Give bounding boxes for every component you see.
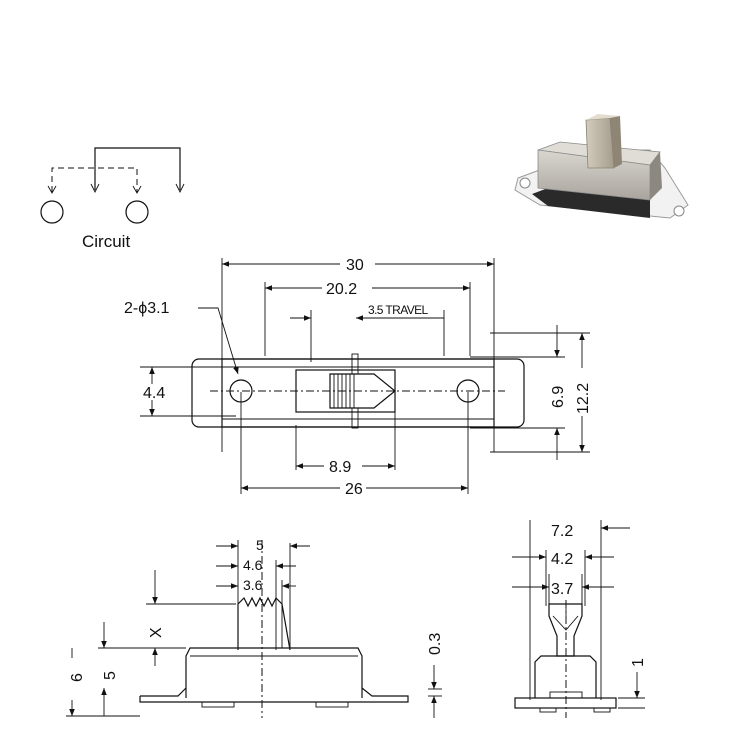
dim-side-3-6: 3.6 (243, 577, 263, 593)
dim-overall-length: 30 (346, 257, 364, 274)
dim-end-7-2: 7.2 (551, 523, 573, 540)
dim-hole-width: 4.4 (143, 385, 165, 402)
dim-side-x: X (148, 627, 165, 638)
dim-overall-width: 12.2 (575, 383, 592, 414)
dim-hole-spacing-outer: 20.2 (326, 281, 357, 298)
dim-actuator-length: 8.9 (329, 459, 351, 476)
circuit-symbol: Circuit (40, 147, 185, 251)
dim-end-4-2: 4.2 (551, 551, 573, 568)
end-view: 7.2 4.2 3.7 1 (512, 520, 647, 718)
side-view: 5 4.6 3.6 X 6 5 0.3 (66, 537, 444, 718)
product-photo (514, 114, 689, 219)
dim-side-5: 5 (256, 537, 264, 553)
dim-end-3-7: 3.7 (551, 581, 573, 598)
dim-travel: 3.5 TRAVEL (368, 303, 429, 317)
dim-side-total-6: 6 (69, 673, 86, 682)
dim-side-body-5: 5 (102, 671, 119, 680)
hole-callout: 2-ϕ3.1 (124, 300, 170, 317)
dim-side-0-3: 0.3 (427, 633, 444, 655)
top-view: 30 20.2 3.5 TRAVEL 2-ϕ3.1 4.4 6.9 12.2 8… (124, 257, 592, 498)
actuator-grip (333, 374, 355, 408)
circuit-label: Circuit (82, 232, 130, 251)
dim-side-4-6: 4.6 (243, 557, 263, 573)
dim-end-1: 1 (630, 658, 647, 667)
dim-body-width: 6.9 (550, 386, 567, 408)
dim-hole-spacing: 26 (345, 481, 363, 498)
